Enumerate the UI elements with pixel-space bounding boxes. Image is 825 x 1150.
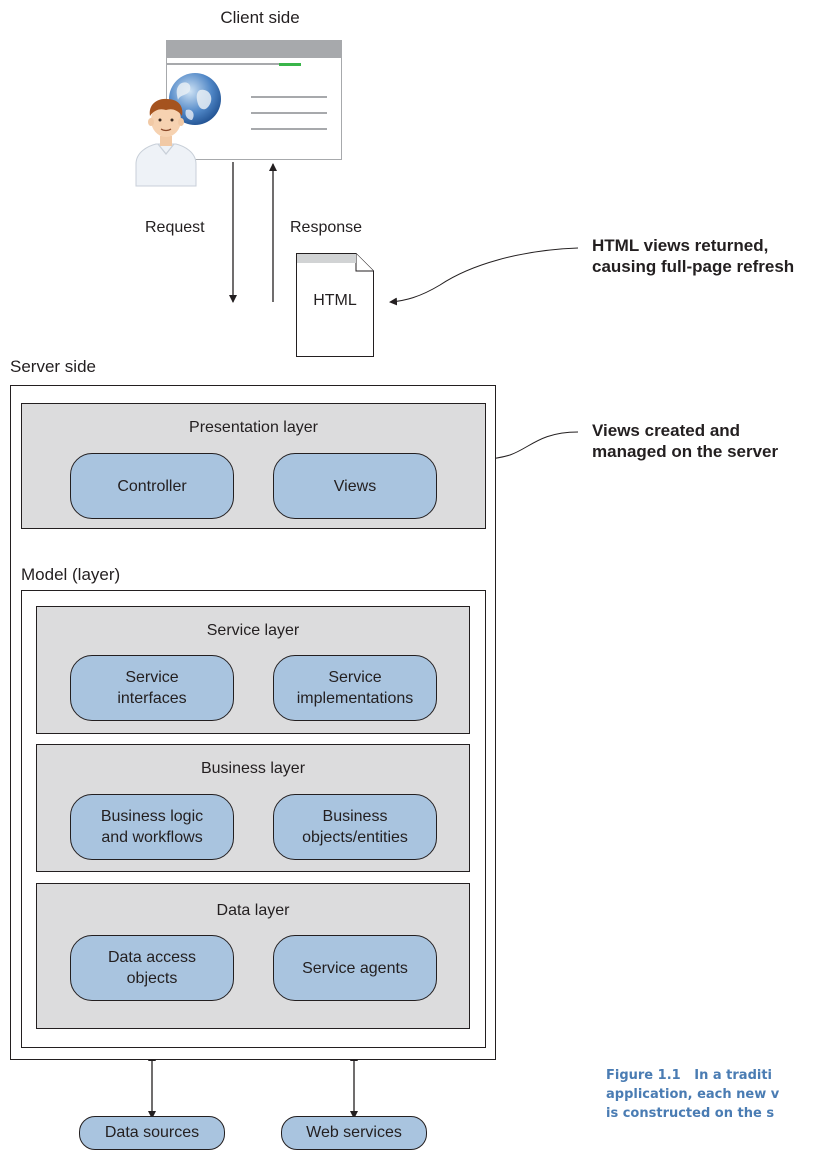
service-interfaces-box: Service interfaces [70,655,234,721]
figure-caption-line-2: application, each new v [606,1087,780,1102]
views-box: Views [273,453,437,519]
data-access-objects-box: Data access objects [70,935,234,1001]
service-agents-box: Service agents [273,935,437,1001]
html-doc-label: HTML [313,292,357,309]
browser-progress-indicator [279,63,301,66]
content-line [251,96,327,98]
figure-caption-line-3: is constructed on the s [606,1106,775,1121]
client-side-label: Client side [220,8,300,27]
data-layer-title: Data layer [216,902,290,919]
browser-title-bar [167,41,341,58]
browser-address-bar [167,63,301,65]
data-sources-box: Data sources [79,1116,225,1150]
content-line [251,112,327,114]
figure-caption-line-1: Figure 1.1 In a traditi [606,1068,773,1083]
service-implementations-box: Service implementations [273,655,437,721]
presentation-layer-title: Presentation layer [189,419,318,436]
business-layer-title: Business layer [200,760,306,777]
model-layer-label: Model (layer) [21,565,121,584]
callout-arrow-html [389,247,579,306]
callout-views-created: Views created and managed on the server [592,421,779,461]
controller-box: Controller [70,453,234,519]
web-services-box: Web services [281,1116,427,1150]
service-layer-title: Service layer [206,622,300,639]
business-objects-box: Business objects/entities [273,794,437,860]
callout-html-views: HTML views returned, causing full-page r… [592,236,795,276]
business-logic-box: Business logic and workflows [70,794,234,860]
response-label: Response [290,219,363,236]
server-side-label: Server side [10,357,96,376]
user-avatar-icon [135,98,197,187]
request-label: Request [145,219,205,236]
content-line [251,128,327,130]
document-icon [296,253,374,357]
